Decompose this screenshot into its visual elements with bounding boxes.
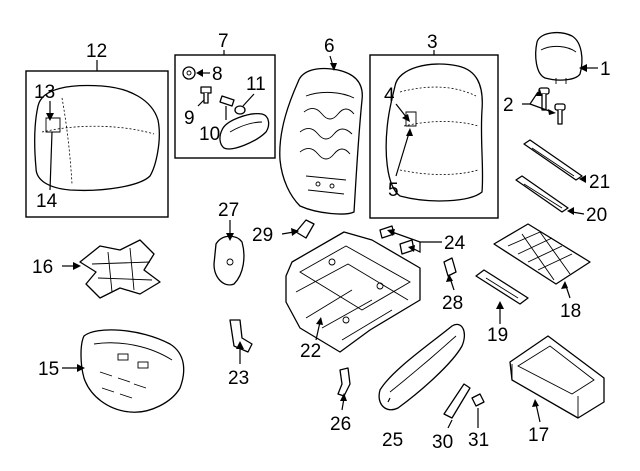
headrest-guide-part <box>538 87 566 125</box>
bolt-part-9 <box>200 86 212 104</box>
callout-8: 8 <box>212 64 223 85</box>
cap-part-11 <box>234 105 246 115</box>
callout-15: 15 <box>38 359 59 380</box>
callout-2: 2 <box>503 95 514 116</box>
callout-1: 1 <box>600 59 611 80</box>
callout-11: 11 <box>246 74 266 95</box>
seat-back-frame-part <box>279 67 363 215</box>
side-cover-part <box>219 113 270 150</box>
callout-19: 19 <box>487 325 508 346</box>
spring-mat-part <box>79 239 161 299</box>
bracket-part <box>229 319 253 353</box>
callout-10: 10 <box>199 124 220 145</box>
callout-13: 13 <box>34 82 55 103</box>
callout-17: 17 <box>528 425 549 446</box>
knob-part <box>471 393 485 407</box>
cushion-pan-part <box>80 329 185 413</box>
heater-pad-part <box>493 223 591 285</box>
small-bracket-part <box>337 367 351 397</box>
callout-25: 25 <box>382 430 403 451</box>
storage-tray-part <box>509 335 605 419</box>
track-rail-part-20 <box>515 175 569 213</box>
callout-18: 18 <box>560 301 581 322</box>
callout-29: 29 <box>252 225 273 246</box>
clip-part-10 <box>219 95 235 107</box>
seat-cushion-part <box>34 84 160 192</box>
callout-12: 12 <box>86 41 107 62</box>
seat-back-cushion-part <box>385 63 484 202</box>
callout-20: 20 <box>586 205 607 226</box>
callout-23: 23 <box>228 368 249 389</box>
callout-5: 5 <box>388 180 399 201</box>
latch-part <box>443 257 457 277</box>
callout-14: 14 <box>36 191 58 212</box>
callout-7: 7 <box>218 31 229 52</box>
seat-frame-part <box>285 231 421 353</box>
callout-22: 22 <box>300 341 321 362</box>
callout-16: 16 <box>32 257 53 278</box>
callout-28: 28 <box>442 293 463 314</box>
callout-31: 31 <box>468 430 489 451</box>
screw-part-8 <box>182 66 196 80</box>
callout-4: 4 <box>384 85 395 106</box>
callout-27: 27 <box>218 200 239 221</box>
callout-9: 9 <box>184 108 195 129</box>
group-box-7 <box>174 54 276 159</box>
lower-rail-part <box>475 269 529 305</box>
callout-30: 30 <box>432 432 453 453</box>
callout-3: 3 <box>427 32 438 53</box>
callout-6: 6 <box>324 36 335 57</box>
callout-26: 26 <box>330 414 351 435</box>
callout-21: 21 <box>589 172 610 193</box>
callout-24: 24 <box>444 233 466 254</box>
callout-labels: 1 2 3 4 5 6 7 8 9 10 11 12 13 14 15 16 1… <box>32 31 611 453</box>
side-cover-part-27 <box>213 235 245 286</box>
leader-lines <box>46 55 598 429</box>
side-shield-part <box>378 323 466 411</box>
hook-bracket-part <box>295 219 315 239</box>
headrest-part <box>535 31 583 84</box>
track-rail-part-21 <box>523 139 583 181</box>
handle-part <box>443 383 471 419</box>
